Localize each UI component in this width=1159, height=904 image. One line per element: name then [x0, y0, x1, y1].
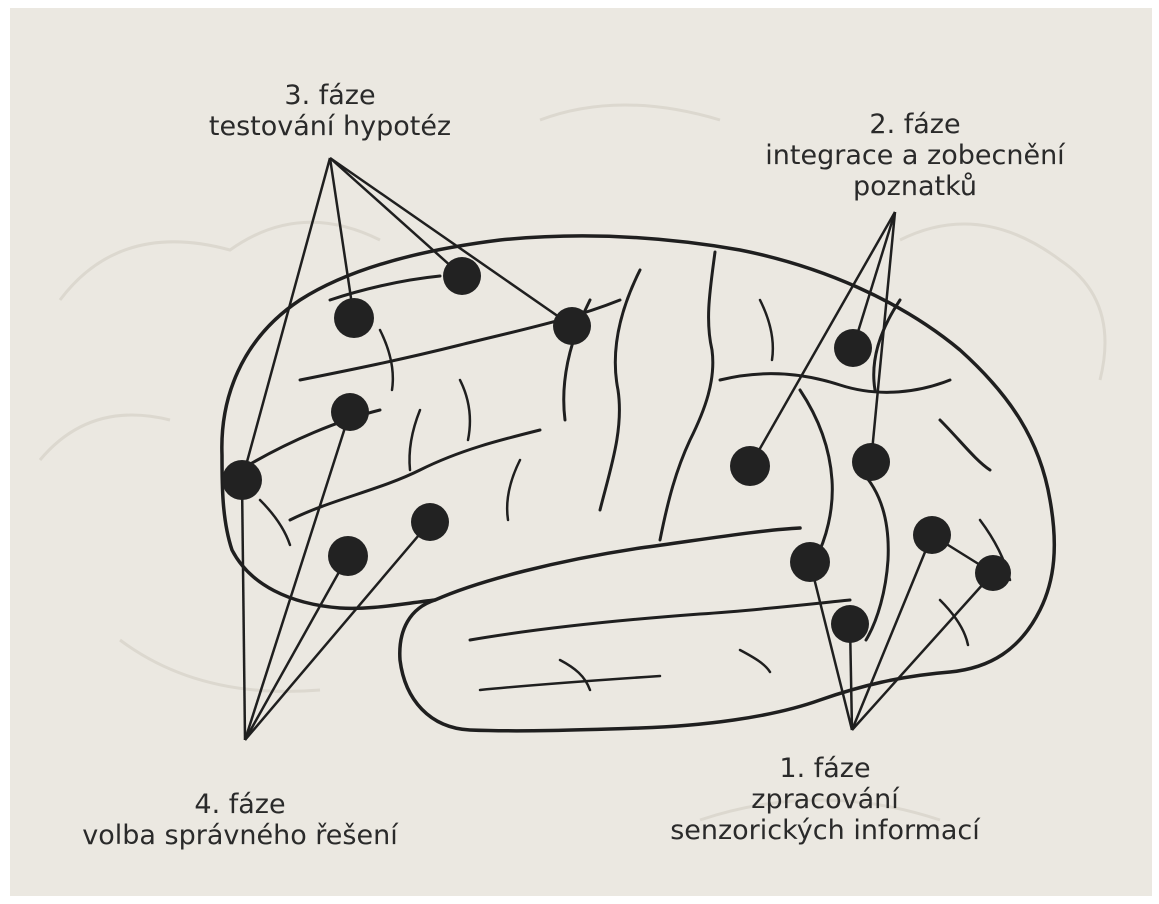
marker-dot — [730, 446, 770, 486]
bleed-through-texture — [40, 105, 1105, 820]
lateral-fissure — [435, 528, 800, 600]
central-sulcus — [660, 252, 715, 540]
phase-1-line-1: zpracování — [615, 784, 1035, 815]
phase-1-line-2: senzorických informací — [615, 815, 1035, 846]
marker-dot — [334, 298, 374, 338]
phase-4-title: 4. fáze — [20, 789, 460, 820]
phase-3-label: 3. fáze testování hypotéz — [180, 80, 480, 142]
marker-dot — [834, 329, 872, 367]
marker-dot — [553, 307, 591, 345]
phase-4-line-1: volba správného řešení — [20, 820, 460, 851]
marker-dot — [331, 393, 369, 431]
marker-dot — [328, 536, 368, 576]
marker-dot — [913, 516, 951, 554]
phase-4-label: 4. fáze volba správného řešení — [20, 789, 460, 851]
marker-dot — [831, 605, 869, 643]
phase-2-line-1: integrace a zobecnění — [740, 140, 1090, 171]
marker-dot — [852, 443, 890, 481]
marker-dot — [975, 555, 1011, 591]
phase-1-title: 1. fáze — [615, 753, 1035, 784]
marker-dot — [790, 542, 830, 582]
marker-dot — [411, 503, 449, 541]
phase-markers — [222, 257, 1011, 643]
phase-2-label: 2. fáze integrace a zobecnění poznatků — [740, 109, 1090, 202]
phase-3-line-1: testování hypotéz — [180, 111, 480, 142]
phase-3-title: 3. fáze — [180, 80, 480, 111]
marker-dot — [222, 460, 262, 500]
phase-2-title: 2. fáze — [740, 109, 1090, 140]
marker-dot — [443, 257, 481, 295]
phase-2-line-2: poznatků — [740, 171, 1090, 202]
phase-1-label: 1. fáze zpracování senzorických informac… — [615, 753, 1035, 846]
